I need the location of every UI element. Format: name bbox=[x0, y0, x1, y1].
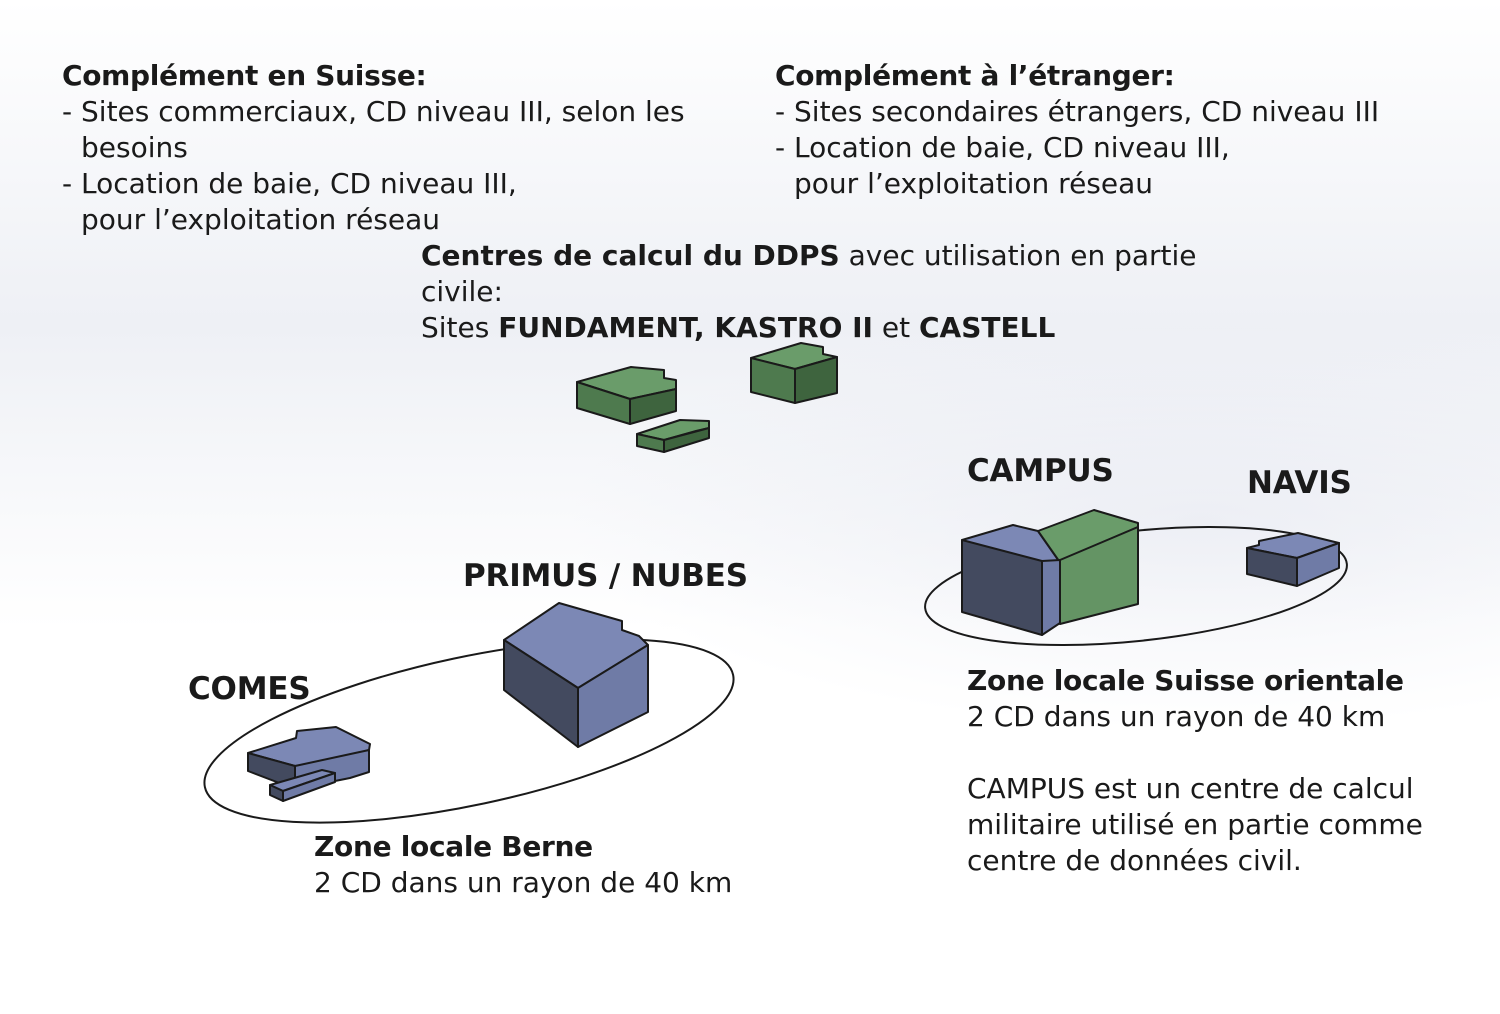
list-item: Sites secondaires étrangers, CD niveau I… bbox=[775, 94, 1415, 130]
complement-switzerland: Complément en Suisse: Sites commerciaux,… bbox=[62, 58, 752, 238]
zone-east-title: Zone locale Suisse orientale bbox=[967, 664, 1404, 697]
fundament-building bbox=[576, 366, 677, 425]
ddps-sites-prefix: Sites bbox=[421, 311, 499, 344]
ddps-site-castell: CASTELL bbox=[918, 311, 1056, 344]
complement-switzerland-list: Sites commerciaux, CD niveau III, selon … bbox=[62, 94, 752, 238]
navis-building bbox=[1246, 532, 1340, 587]
zone-bern: Zone locale Berne 2 CD dans un rayon de … bbox=[314, 829, 834, 901]
zone-bern-title: Zone locale Berne bbox=[314, 830, 593, 863]
ddps-centres: Centres de calcul du DDPS avec utilisati… bbox=[421, 238, 1241, 346]
ddps-joiner: et bbox=[872, 311, 919, 344]
kastro-building bbox=[636, 419, 710, 453]
complement-switzerland-title: Complément en Suisse: bbox=[62, 59, 427, 92]
campus-note-line: centre de données civil. bbox=[967, 844, 1302, 877]
ddps-line-2: Sites FUNDAMENT, KASTRO II et CASTELL bbox=[421, 310, 1241, 346]
list-item: Sites commerciaux, CD niveau III, selon … bbox=[62, 94, 752, 166]
primus-nubes-building bbox=[503, 602, 649, 748]
ddps-title: Centres de calcul du DDPS bbox=[421, 239, 840, 272]
bern-zone-ellipse bbox=[203, 638, 735, 824]
list-item: Location de baie, CD niveau III, pour l’… bbox=[62, 166, 551, 238]
campus-label: CAMPUS bbox=[967, 453, 1114, 489]
zone-east-desc: 2 CD dans un rayon de 40 km bbox=[967, 700, 1386, 733]
ddps-line-1: Centres de calcul du DDPS avec utilisati… bbox=[421, 238, 1241, 310]
complement-abroad: Complément à l’étranger: Sites secondair… bbox=[775, 58, 1415, 202]
zone-bern-desc: 2 CD dans un rayon de 40 km bbox=[314, 866, 733, 899]
primus-nubes-label: PRIMUS / NUBES bbox=[463, 558, 748, 594]
campus-note-line: CAMPUS est un centre de calcul bbox=[967, 772, 1414, 805]
navis-label: NAVIS bbox=[1247, 465, 1352, 501]
comes-label: COMES bbox=[188, 671, 311, 707]
comes-building bbox=[247, 726, 371, 802]
zone-east: Zone locale Suisse orientale 2 CD dans u… bbox=[967, 663, 1467, 879]
complement-abroad-list: Sites secondaires étrangers, CD niveau I… bbox=[775, 94, 1415, 202]
castell-building bbox=[750, 342, 838, 404]
campus-building bbox=[961, 509, 1139, 636]
ddps-site-names: FUNDAMENT, KASTRO II bbox=[498, 311, 873, 344]
campus-note: CAMPUS est un centre de calcul militaire… bbox=[967, 771, 1467, 879]
list-item: Location de baie, CD niveau III, pour l’… bbox=[775, 130, 1264, 202]
campus-note-line: militaire utilisé en partie comme bbox=[967, 808, 1423, 841]
complement-abroad-title: Complément à l’étranger: bbox=[775, 59, 1175, 92]
ddps-subtitle: avec utilisation en partie civile: bbox=[421, 239, 1197, 308]
